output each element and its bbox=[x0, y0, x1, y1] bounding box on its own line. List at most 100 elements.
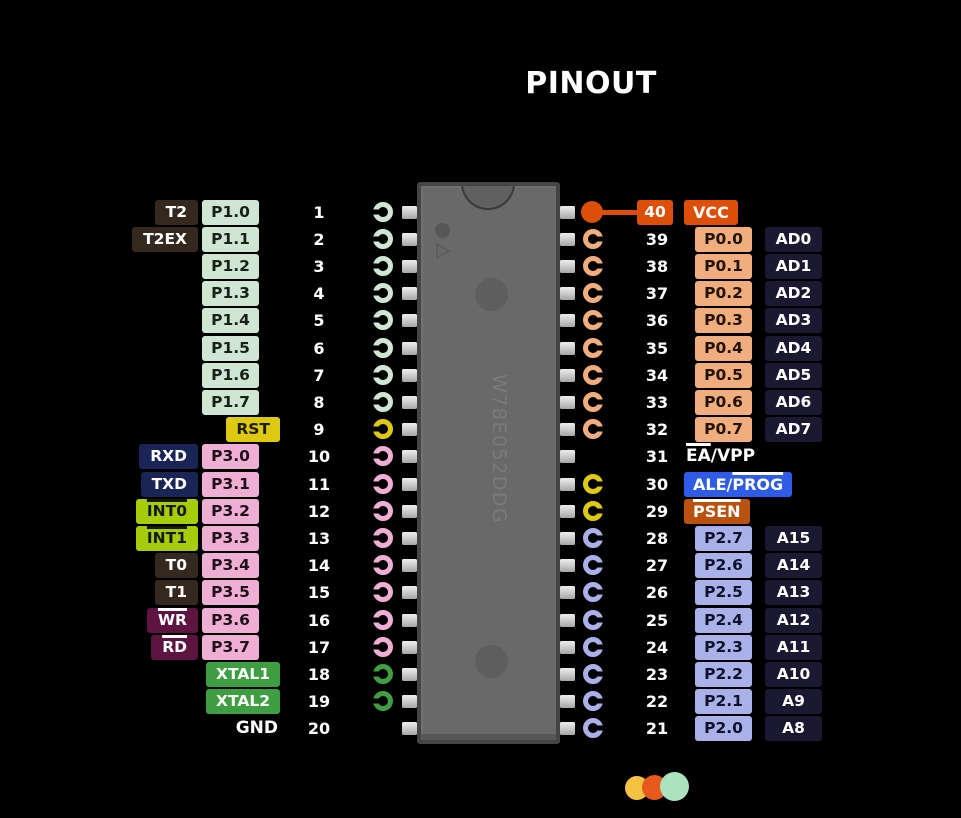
pin-port-label[interactable]: P2.7 bbox=[695, 525, 752, 551]
pin-port-label[interactable]: P1.2 bbox=[202, 253, 259, 279]
pin-address-label[interactable]: A11 bbox=[765, 634, 822, 660]
pin-port-label[interactable]: P2.0 bbox=[695, 716, 752, 742]
chip-pin-leg bbox=[560, 559, 575, 573]
pin-address-label[interactable]: AD7 bbox=[765, 417, 822, 443]
pin-number-badge: 40 bbox=[637, 199, 673, 225]
pin-function-label[interactable]: T2 bbox=[154, 199, 198, 225]
pin-port-label[interactable]: P0.6 bbox=[695, 389, 752, 415]
pin-port-label[interactable]: P0.0 bbox=[695, 226, 752, 252]
pin-name-label[interactable]: RST bbox=[226, 417, 280, 443]
pin-type-icon bbox=[371, 391, 393, 412]
pin-function-label[interactable]: INT0 bbox=[135, 498, 198, 524]
chip-pin-leg bbox=[402, 450, 417, 464]
pin-number: 34 bbox=[645, 365, 669, 385]
pin-port-label[interactable]: P0.2 bbox=[695, 281, 752, 307]
pin-number: 31 bbox=[645, 447, 669, 467]
pin-number: 5 bbox=[313, 311, 325, 331]
pin-port-label[interactable]: P3.5 bbox=[202, 580, 259, 606]
pin-name-label[interactable]: VCC bbox=[684, 199, 738, 225]
chip-pin-leg bbox=[402, 531, 417, 545]
pin-port-label[interactable]: P2.5 bbox=[695, 580, 752, 606]
pin-port-label[interactable]: P1.5 bbox=[202, 335, 259, 361]
pin-address-label[interactable]: AD5 bbox=[765, 362, 822, 388]
pin-port-label[interactable]: P0.4 bbox=[695, 335, 752, 361]
pin-port-label[interactable]: P0.1 bbox=[695, 253, 752, 279]
pin-address-label[interactable]: A9 bbox=[765, 689, 822, 715]
pin-name-label[interactable]: XTAL1 bbox=[206, 661, 280, 687]
chip-pin-leg bbox=[402, 287, 417, 301]
pin-name-label[interactable]: EA/VPP bbox=[686, 446, 756, 467]
pin-port-label[interactable]: P3.1 bbox=[202, 471, 259, 497]
pin-port-label[interactable]: P1.0 bbox=[202, 199, 259, 225]
pin-address-label[interactable]: AD1 bbox=[765, 253, 822, 279]
chip-pin-leg bbox=[560, 450, 575, 464]
pin-port-label[interactable]: P3.3 bbox=[202, 525, 259, 551]
pin-name-label[interactable]: PSEN bbox=[684, 498, 750, 524]
pin-number: 35 bbox=[645, 338, 669, 358]
pin-port-label[interactable]: P0.3 bbox=[695, 308, 752, 334]
pin-port-label[interactable]: P0.5 bbox=[695, 362, 752, 388]
pin-function-label[interactable]: RD bbox=[151, 634, 198, 660]
pin-port-label[interactable]: P3.4 bbox=[202, 553, 259, 579]
pin-port-label[interactable]: P3.0 bbox=[202, 444, 259, 470]
pin-function-label[interactable]: TXD bbox=[140, 471, 198, 497]
pin-type-icon bbox=[583, 636, 605, 657]
pin-number: 33 bbox=[645, 392, 669, 412]
pin-address-label[interactable]: AD4 bbox=[765, 335, 822, 361]
chip-pin-leg bbox=[560, 423, 575, 437]
pin-type-icon bbox=[583, 228, 605, 249]
pin-port-label[interactable]: P2.2 bbox=[695, 661, 752, 687]
pin-port-label[interactable]: P1.4 bbox=[202, 308, 259, 334]
pin-address-label[interactable]: AD3 bbox=[765, 308, 822, 334]
pin-function-label[interactable]: T0 bbox=[154, 553, 198, 579]
chip-pin-leg bbox=[560, 722, 575, 736]
pin-address-label[interactable]: A12 bbox=[765, 607, 822, 633]
chip-pin-leg bbox=[560, 287, 575, 301]
pin-function-label[interactable]: RXD bbox=[139, 444, 198, 470]
pin-port-label[interactable]: P3.2 bbox=[202, 498, 259, 524]
logo-circle-mint-icon bbox=[660, 772, 689, 801]
chip-pin-leg bbox=[402, 368, 417, 382]
pin-port-label[interactable]: P2.3 bbox=[695, 634, 752, 660]
pin-address-label[interactable]: A15 bbox=[765, 525, 822, 551]
pin-number: 23 bbox=[645, 664, 669, 684]
pin-name-label[interactable]: ALE/PROG bbox=[684, 471, 793, 497]
pin-port-label[interactable]: P2.4 bbox=[695, 607, 752, 633]
pin-address-label[interactable]: A13 bbox=[765, 580, 822, 606]
pin-port-label[interactable]: P1.7 bbox=[202, 389, 259, 415]
pin-number: 11 bbox=[307, 474, 331, 494]
chip-pin-leg bbox=[402, 341, 417, 355]
chip-pin-leg bbox=[402, 722, 417, 736]
pin-function-label[interactable]: INT1 bbox=[135, 525, 198, 551]
pin-address-label[interactable]: AD0 bbox=[765, 226, 822, 252]
pin-type-icon bbox=[371, 663, 393, 684]
pin-port-label[interactable]: P1.6 bbox=[202, 362, 259, 388]
pin-address-label[interactable]: AD2 bbox=[765, 281, 822, 307]
chip-pin-leg bbox=[560, 695, 575, 709]
pin-port-label[interactable]: P1.3 bbox=[202, 281, 259, 307]
pin-name-label[interactable]: GND bbox=[235, 718, 278, 739]
pin-name-label[interactable]: XTAL2 bbox=[206, 689, 280, 715]
pin-address-label[interactable]: A8 bbox=[765, 716, 822, 742]
pin-address-label[interactable]: A14 bbox=[765, 553, 822, 579]
pin-function-label[interactable]: WR bbox=[146, 607, 198, 633]
pin-port-label[interactable]: P1.1 bbox=[202, 226, 259, 252]
pin-number: 15 bbox=[307, 583, 331, 603]
pin-address-label[interactable]: AD6 bbox=[765, 389, 822, 415]
pin-port-label[interactable]: P0.7 bbox=[695, 417, 752, 443]
pin-port-label[interactable]: P3.7 bbox=[202, 634, 259, 660]
pin-number: 20 bbox=[307, 719, 331, 739]
chip-body: W78E052DDG bbox=[417, 182, 560, 744]
pin-type-icon bbox=[371, 500, 393, 521]
pin-port-label[interactable]: P3.6 bbox=[202, 607, 259, 633]
pin-type-icon bbox=[583, 283, 605, 304]
pin-type-icon bbox=[583, 500, 605, 521]
pin-number: 8 bbox=[313, 392, 325, 412]
pin-port-label[interactable]: P2.6 bbox=[695, 553, 752, 579]
pin-function-label[interactable]: T1 bbox=[154, 580, 198, 606]
pin-number: 39 bbox=[645, 229, 669, 249]
pin-function-label[interactable]: T2EX bbox=[132, 226, 198, 252]
pin-port-label[interactable]: P2.1 bbox=[695, 689, 752, 715]
chip-pin-leg bbox=[402, 232, 417, 246]
pin-address-label[interactable]: A10 bbox=[765, 661, 822, 687]
